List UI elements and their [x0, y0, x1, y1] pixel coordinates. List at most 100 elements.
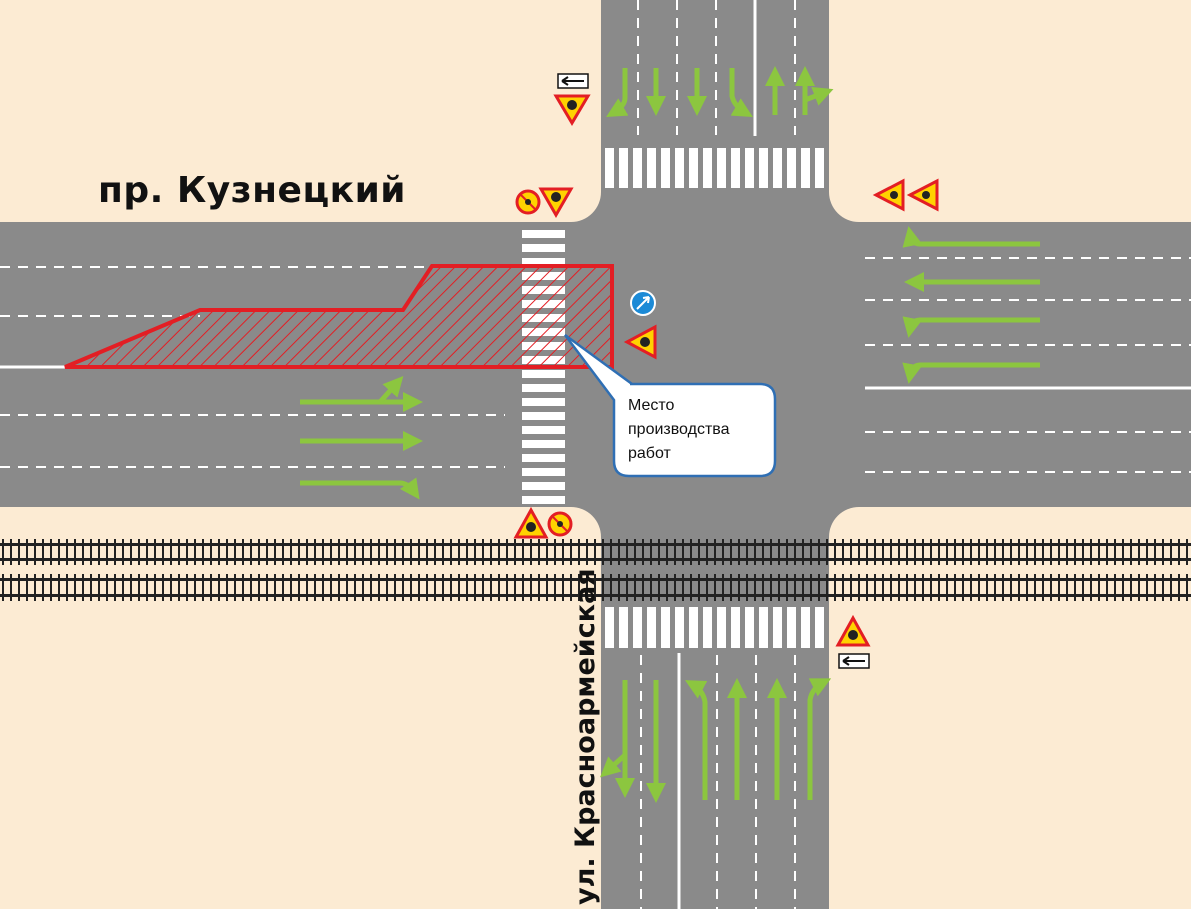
rail-tie	[618, 539, 620, 565]
rail-tie	[1058, 574, 1060, 601]
rail-tie	[218, 539, 220, 565]
rail-tie	[922, 574, 924, 601]
rail-tie	[370, 539, 372, 565]
crosswalk-stripe	[801, 148, 810, 188]
crosswalk-stripe	[731, 148, 740, 188]
rail-tie	[586, 539, 588, 565]
rail-tie	[210, 539, 212, 565]
rail-tie	[42, 574, 44, 601]
rail-tie	[1002, 539, 1004, 565]
rail-tie	[362, 574, 364, 601]
rail-tie	[346, 539, 348, 565]
rail-tie	[482, 574, 484, 601]
rail-tie	[946, 539, 948, 565]
rail-tie	[570, 574, 572, 601]
crosswalk-stripe	[522, 398, 565, 406]
rail-tie	[146, 574, 148, 601]
rail-tie	[1098, 539, 1100, 565]
rail-tie	[1146, 539, 1148, 565]
rail-tie	[882, 539, 884, 565]
crosswalk-stripe	[522, 496, 565, 504]
rail-tie	[762, 539, 764, 565]
crosswalk-bottom	[605, 607, 824, 648]
rail-tie	[634, 539, 636, 565]
rail-tie	[170, 539, 172, 565]
rail-tie	[682, 574, 684, 601]
rail-tie	[1018, 539, 1020, 565]
rail-tie	[722, 574, 724, 601]
rail-tie	[1026, 574, 1028, 601]
rail-tie	[1098, 574, 1100, 601]
crosswalk-stripe	[647, 148, 656, 188]
rail-tie	[1058, 539, 1060, 565]
rail-tie	[162, 574, 164, 601]
rail-tie	[530, 539, 532, 565]
crosswalk-stripe	[647, 607, 656, 648]
road-works-triangle-left-icon	[872, 178, 939, 212]
no-pedestrians-icon	[515, 189, 541, 215]
rail-tie	[986, 539, 988, 565]
rail-tie	[258, 574, 260, 601]
rail-tie	[74, 539, 76, 565]
rail-tie	[474, 574, 476, 601]
rail-tie	[626, 574, 628, 601]
rail-tie	[474, 539, 476, 565]
rail-tie	[962, 539, 964, 565]
rail-tie	[10, 539, 12, 565]
rail-tie	[106, 539, 108, 565]
crosswalk-stripe	[703, 148, 712, 188]
rail-tie	[826, 574, 828, 601]
rail-tie	[802, 539, 804, 565]
rail-tie	[378, 539, 380, 565]
rail-tie	[234, 539, 236, 565]
rail-tie	[346, 574, 348, 601]
rail-tie	[138, 574, 140, 601]
rail-tie	[1074, 574, 1076, 601]
rail-tie	[402, 574, 404, 601]
rail-tie	[1178, 574, 1180, 601]
callout-line: производства	[628, 421, 730, 438]
rail-tie	[826, 539, 828, 565]
rail-tie	[274, 539, 276, 565]
street-name-krasnoarmeyskaya: ул. Красноармейская	[570, 568, 601, 905]
rail-tie	[74, 574, 76, 601]
rail-tie	[354, 539, 356, 565]
rail-tie	[842, 539, 844, 565]
rail-tie	[906, 574, 908, 601]
crosswalk-stripe	[815, 148, 824, 188]
rail-tie	[882, 574, 884, 601]
rail-tie	[1082, 574, 1084, 601]
rail-tie	[314, 539, 316, 565]
rail-tie	[810, 574, 812, 601]
rail-tie	[650, 539, 652, 565]
crosswalk-stripe	[815, 607, 824, 648]
rail-tie	[682, 539, 684, 565]
crosswalk-stripe	[675, 607, 684, 648]
rail-tie	[202, 574, 204, 601]
rail-tie	[1114, 574, 1116, 601]
rail-tie	[146, 539, 148, 565]
rail-tie	[906, 539, 908, 565]
rail-tie	[1090, 539, 1092, 565]
crosswalk-stripe	[605, 607, 614, 648]
rail-tie	[578, 574, 580, 601]
rail-tie	[34, 574, 36, 601]
rail-tie	[298, 539, 300, 565]
rail-tie	[394, 539, 396, 565]
callout-line: Место	[628, 397, 675, 414]
rail-tie	[250, 574, 252, 601]
rail-tie	[938, 539, 940, 565]
rail-tie	[690, 539, 692, 565]
rail-tie	[130, 539, 132, 565]
rail-tie	[1154, 539, 1156, 565]
rail-tie	[170, 574, 172, 601]
rail-tie	[410, 574, 412, 601]
rail-tie	[1186, 574, 1188, 601]
rail-tie	[1010, 539, 1012, 565]
rail-tie	[178, 574, 180, 601]
rail-tie	[890, 574, 892, 601]
rail-tie	[746, 539, 748, 565]
rail-tie	[994, 574, 996, 601]
rail-tie	[666, 539, 668, 565]
